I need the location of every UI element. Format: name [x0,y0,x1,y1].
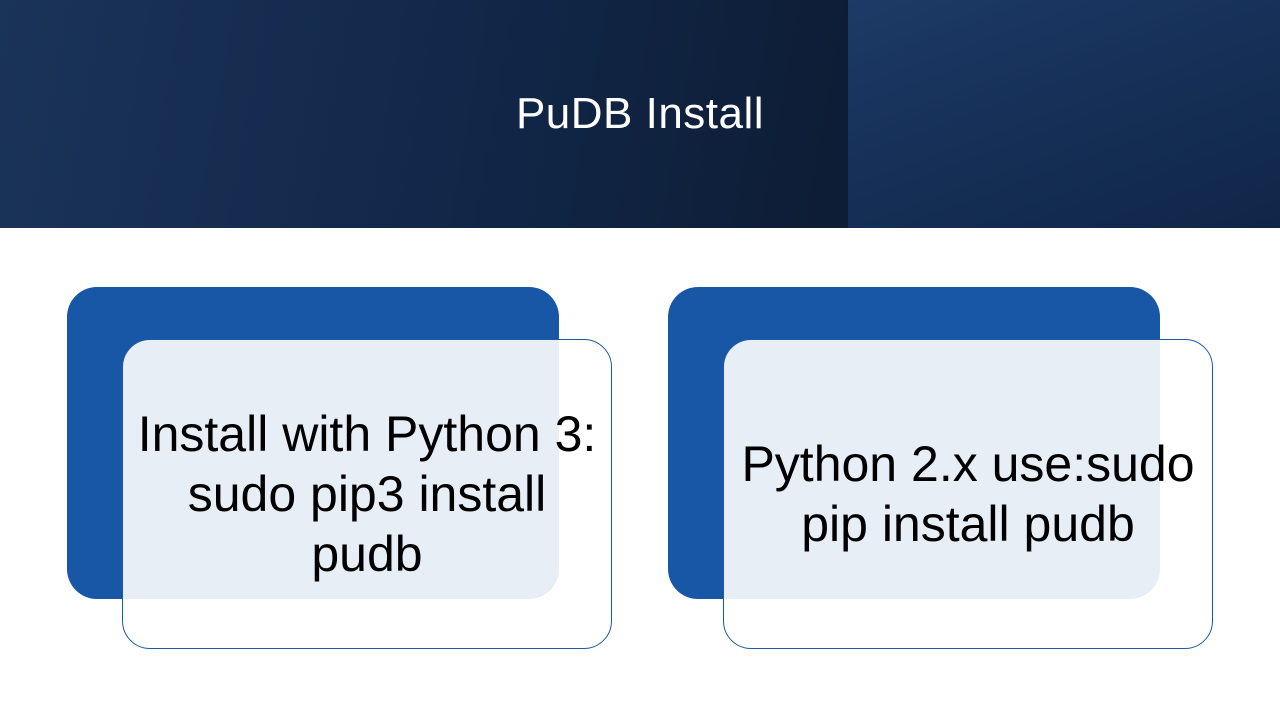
card-front-box[interactable]: Python 2.x use:sudo pip install pudb [723,339,1213,649]
slide-title: PuDB Install [515,89,765,138]
card-front-box[interactable]: Install with Python 3: sudo pip3 install… [122,339,612,649]
card-text: Install with Python 3: sudo pip3 install… [137,406,597,582]
card-python2: Python 2.x use:sudo pip install pudb [668,287,1216,651]
card-text: Python 2.x use:sudo pip install pudb [741,436,1195,552]
card-python3: Install with Python 3: sudo pip3 install… [67,287,615,651]
header-band [0,0,1280,228]
header-accent-panel [848,0,1280,228]
